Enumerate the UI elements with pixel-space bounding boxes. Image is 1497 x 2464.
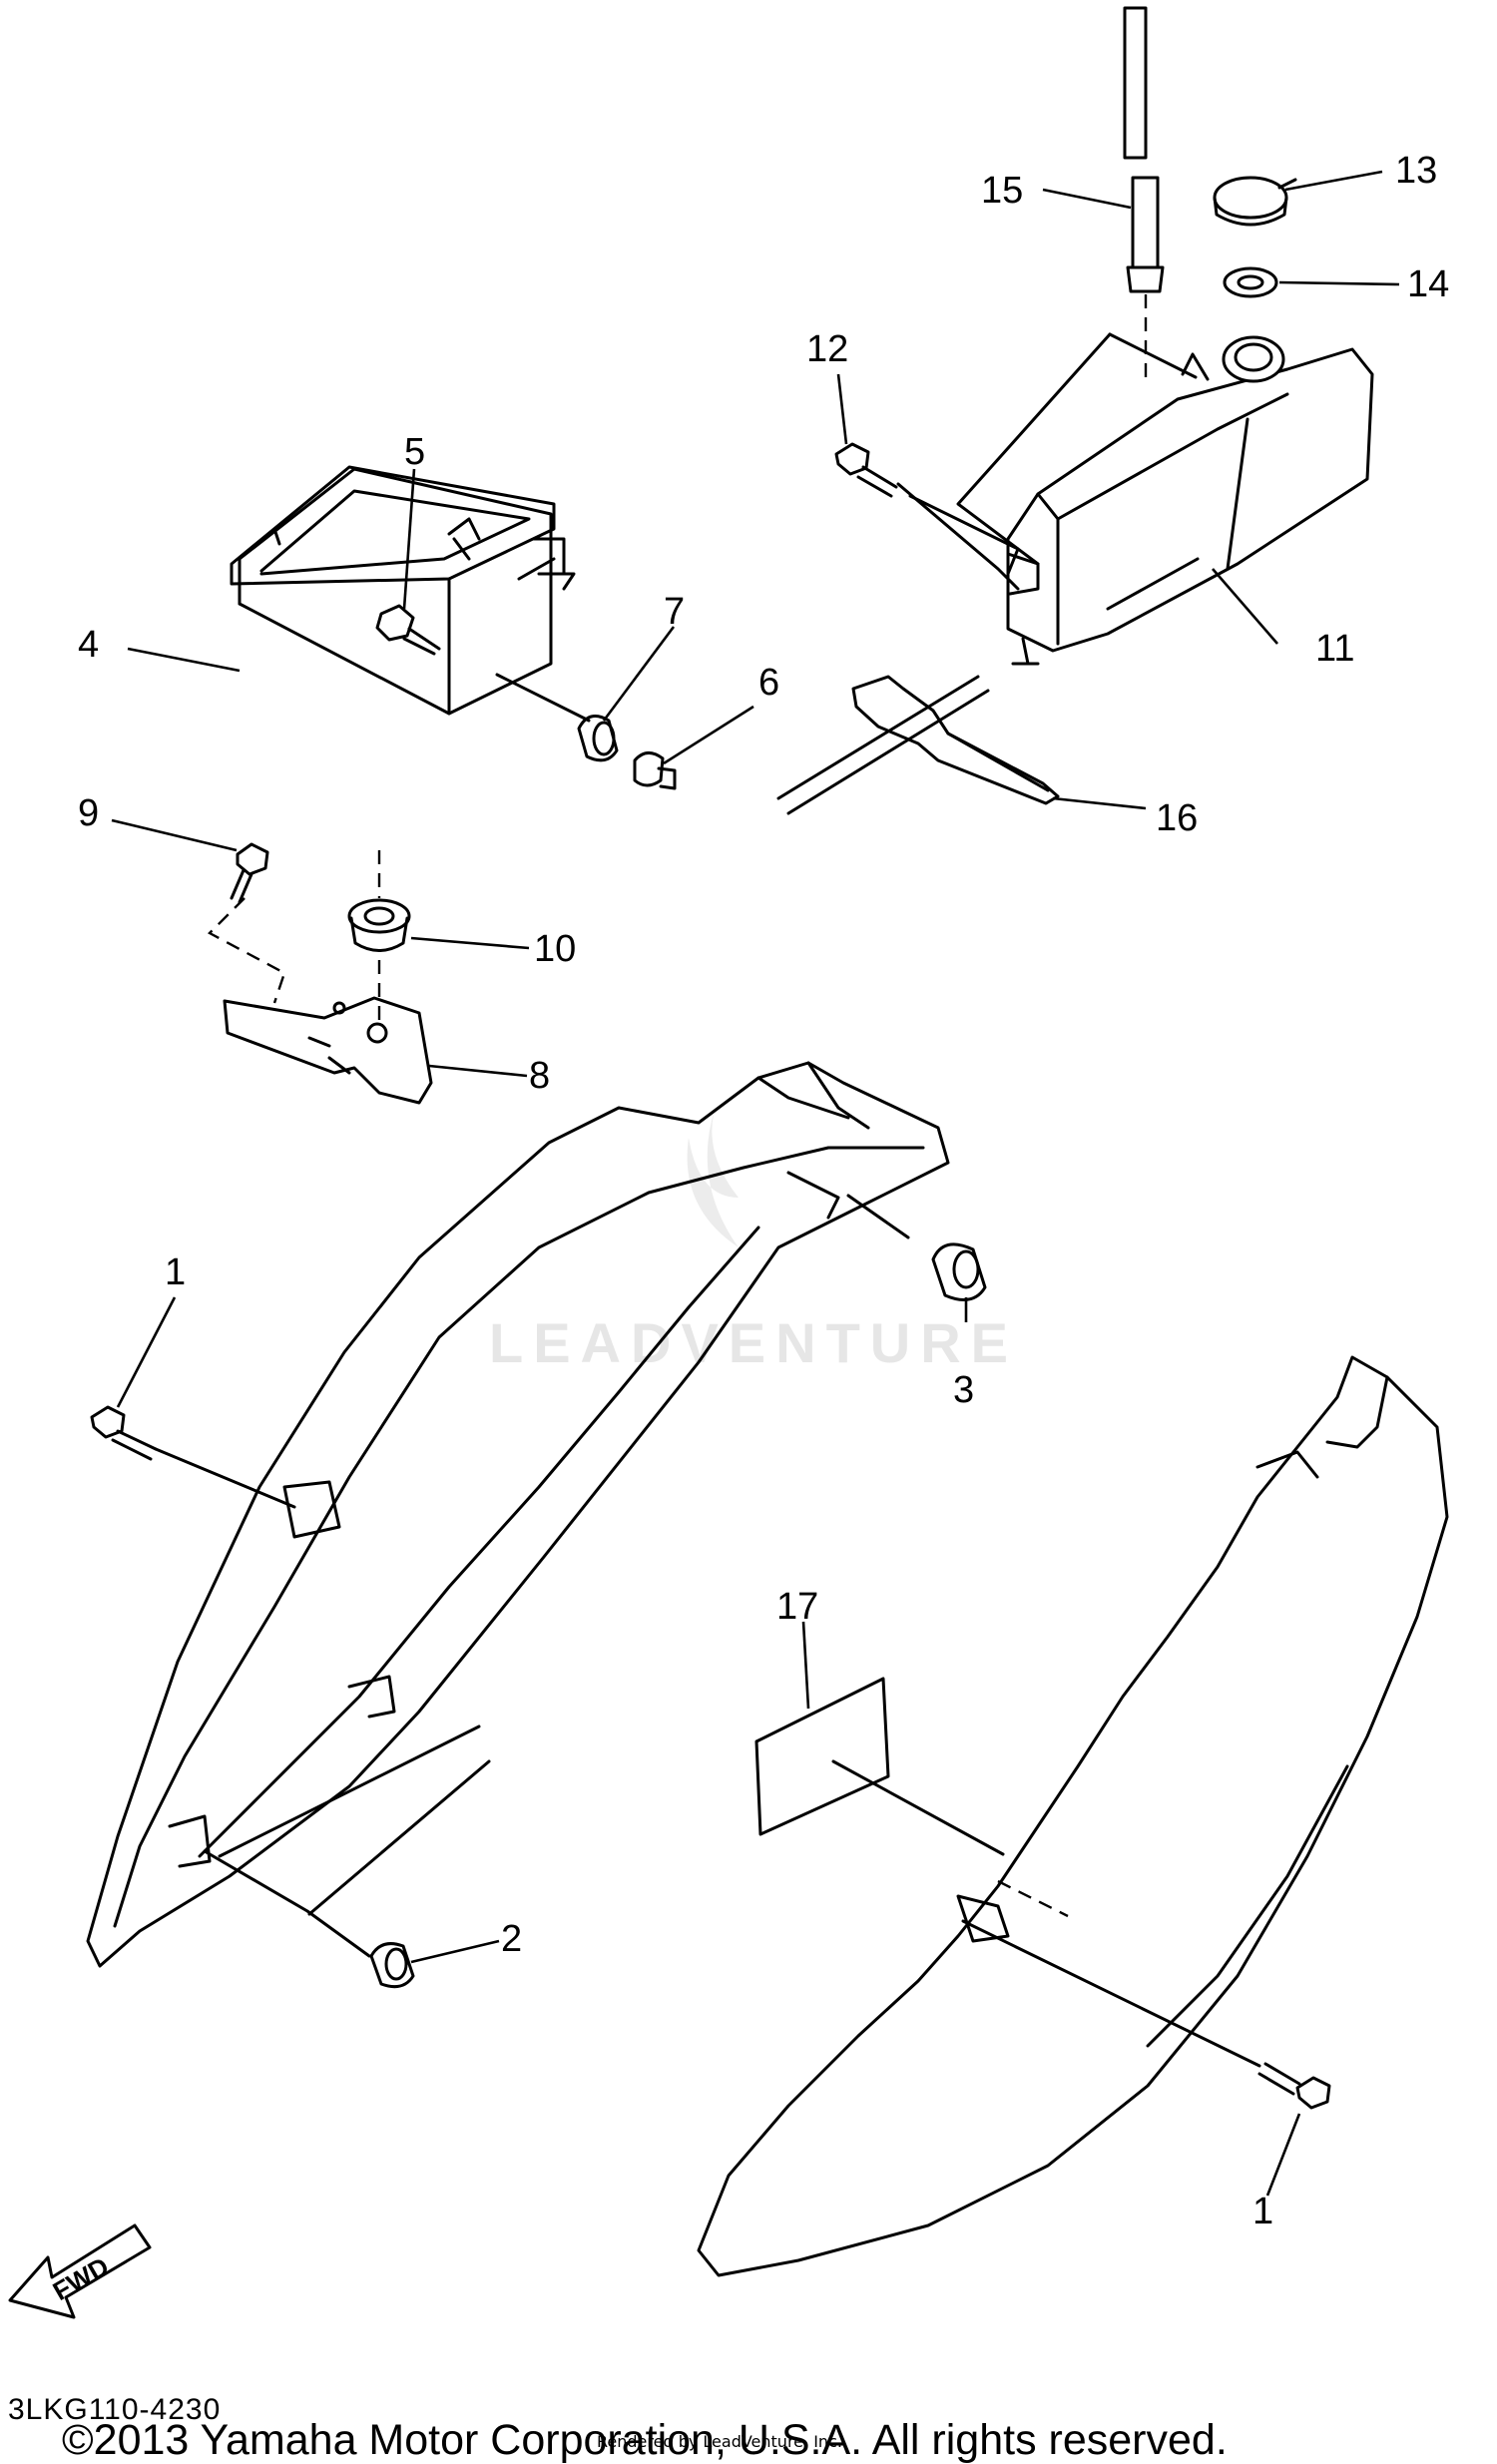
callout-12: 12 bbox=[806, 328, 848, 370]
leadventure-watermark: LEADVENTURE bbox=[489, 1098, 1018, 1374]
part-15-hose[interactable] bbox=[1123, 6, 1165, 293]
part-8-bracket[interactable] bbox=[223, 996, 433, 1105]
right-side-cover[interactable] bbox=[697, 1355, 1449, 2277]
hose-line-16b bbox=[786, 689, 990, 815]
callout-17: 17 bbox=[776, 1586, 818, 1628]
part-1-bolt-right[interactable] bbox=[1257, 2062, 1331, 2110]
part-9-bolt[interactable] bbox=[230, 842, 269, 904]
callout-4: 4 bbox=[78, 624, 99, 666]
rendered-by-credit: Rendered by LeadVenture, Inc. bbox=[597, 2432, 842, 2451]
leader-lines bbox=[111, 170, 1400, 2197]
callout-13: 13 bbox=[1395, 150, 1437, 192]
part-11-reservoir-tank[interactable] bbox=[1006, 335, 1374, 666]
part-7-grommet[interactable] bbox=[577, 715, 619, 762]
callout-10: 10 bbox=[534, 928, 576, 970]
left-side-cover[interactable] bbox=[86, 1061, 950, 1968]
callout-6: 6 bbox=[758, 662, 779, 704]
part-16-cable-tie[interactable] bbox=[851, 675, 1060, 805]
callout-15: 15 bbox=[981, 170, 1023, 212]
part-2-grommet[interactable] bbox=[369, 1942, 415, 1989]
part-17-label[interactable] bbox=[754, 1677, 890, 1836]
callout-1-upper: 1 bbox=[165, 1251, 186, 1293]
callout-14: 14 bbox=[1407, 263, 1449, 305]
hose-line-16 bbox=[776, 675, 980, 800]
part-1-bolt-left[interactable] bbox=[90, 1405, 158, 1461]
part-12-bolt[interactable] bbox=[834, 442, 898, 498]
fwd-arrow-icon: FWD bbox=[8, 2223, 152, 2319]
callout-8: 8 bbox=[529, 1055, 550, 1097]
callout-2: 2 bbox=[501, 1918, 522, 1960]
part-6-collar[interactable] bbox=[633, 751, 677, 790]
part-3-grommet[interactable] bbox=[931, 1242, 987, 1301]
callout-numbers: 4 5 7 6 9 10 8 11 15 13 14 12 16 1 3 2 1… bbox=[78, 150, 1449, 2232]
part-13-cap[interactable] bbox=[1213, 176, 1297, 227]
callout-9: 9 bbox=[78, 792, 99, 834]
callout-11: 11 bbox=[1315, 628, 1354, 670]
part-5-bolt[interactable] bbox=[375, 604, 441, 656]
part-4-battery-box[interactable] bbox=[230, 465, 576, 716]
callout-16: 16 bbox=[1156, 797, 1198, 839]
part-14-gasket[interactable] bbox=[1223, 266, 1278, 298]
watermark-text: LEADVENTURE bbox=[489, 1311, 1018, 1374]
callout-3: 3 bbox=[953, 1369, 974, 1411]
callout-7: 7 bbox=[664, 591, 685, 633]
part-10-grommet[interactable] bbox=[347, 898, 411, 952]
callout-1-lower: 1 bbox=[1252, 2191, 1273, 2232]
diagram-code: 3LKG110-4230 bbox=[8, 2393, 222, 2426]
callout-5: 5 bbox=[404, 431, 425, 473]
